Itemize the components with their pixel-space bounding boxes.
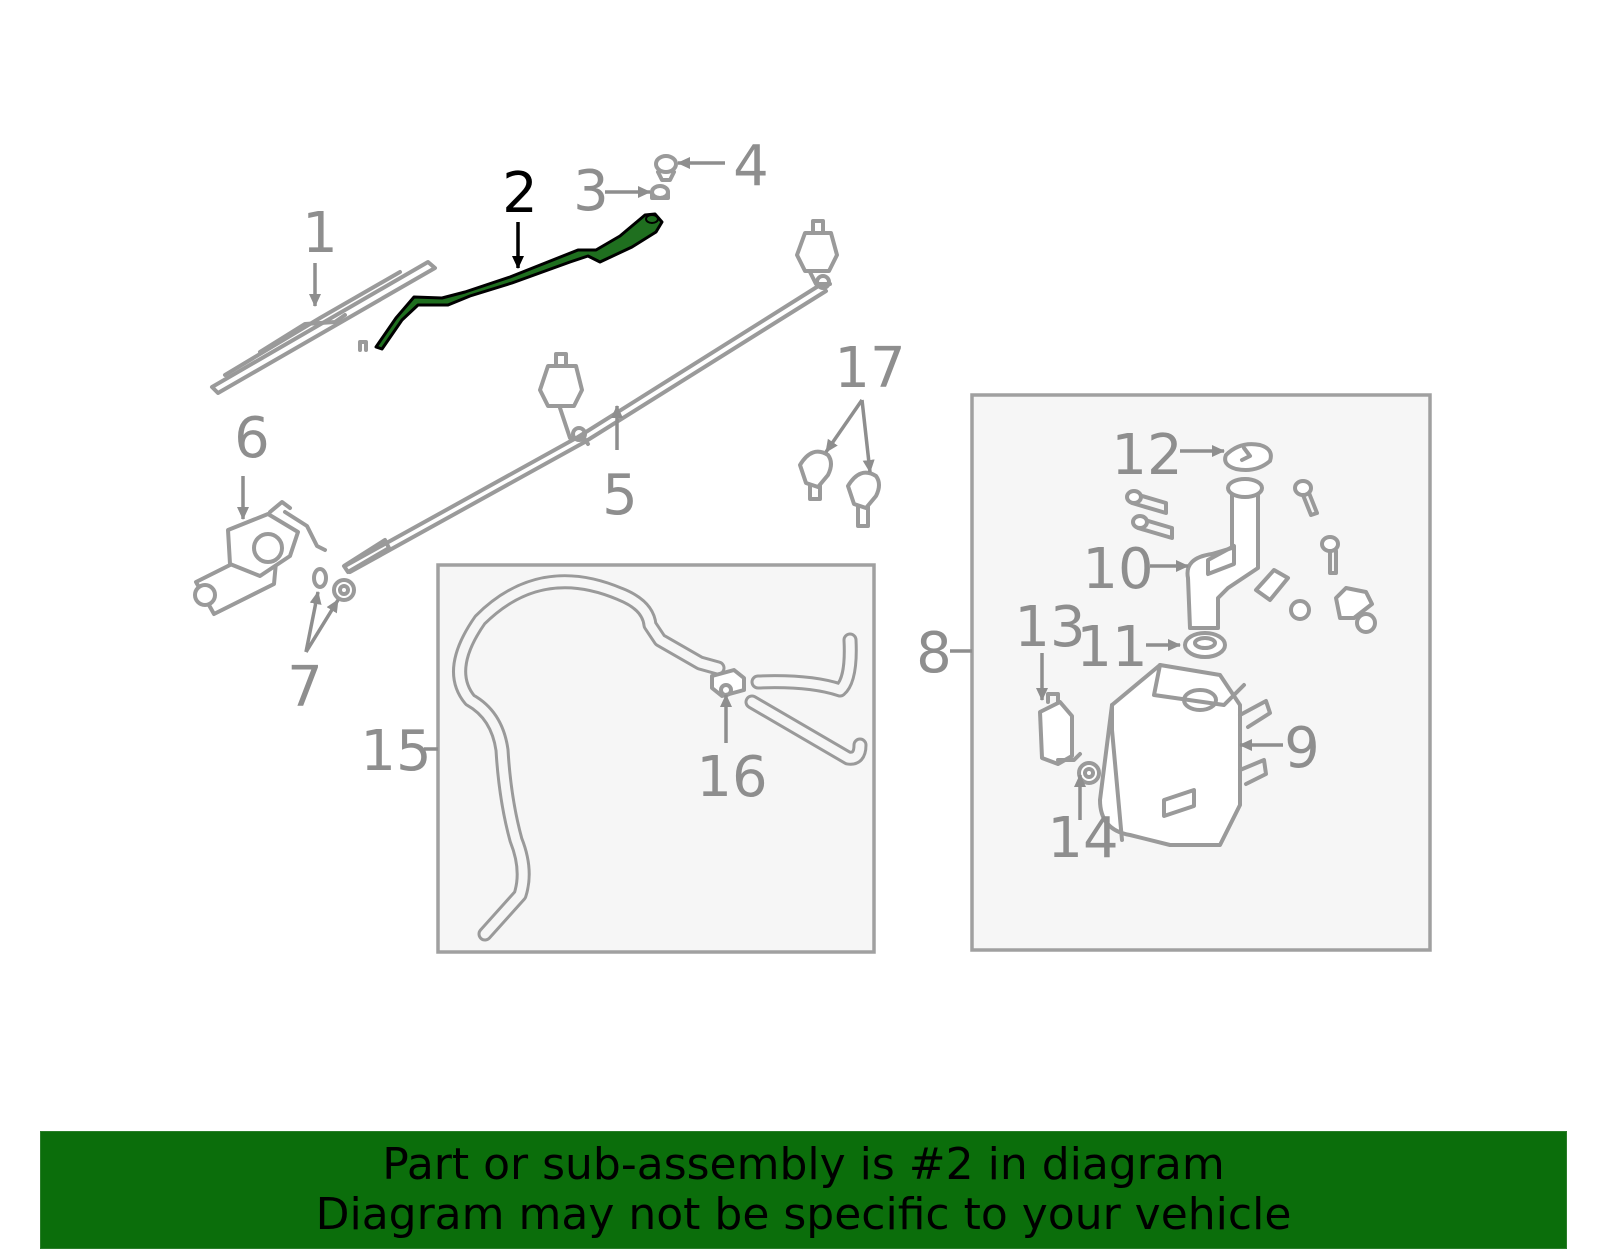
callout-9[interactable]: 9	[1284, 716, 1320, 781]
wiper-arm-shape	[374, 212, 664, 351]
callout-4[interactable]: 4	[733, 134, 769, 199]
leader-lines	[237, 157, 1283, 820]
callout-5[interactable]: 5	[602, 463, 638, 528]
callout-2[interactable]: 2	[502, 161, 538, 226]
washer-nozzles-part	[798, 449, 881, 528]
callout-10[interactable]: 10	[1082, 537, 1153, 602]
callout-labels: 1 2 3 4 5 6 7 8 9 10 11 12 13 14 15 16 1…	[234, 134, 1320, 871]
wiper-motor-part	[193, 500, 327, 616]
wiper-blade-part	[210, 260, 437, 395]
info-banner: Part or sub-assembly is #2 in diagram Di…	[40, 1131, 1567, 1249]
callout-8[interactable]: 8	[916, 621, 952, 686]
callout-11[interactable]: 11	[1076, 615, 1147, 680]
wiper-arm-part	[374, 212, 664, 351]
callout-1[interactable]: 1	[302, 201, 338, 266]
wiper-linkage-part	[342, 219, 839, 574]
callout-17[interactable]: 17	[834, 336, 905, 401]
callout-12[interactable]: 12	[1111, 423, 1182, 488]
callout-7[interactable]: 7	[287, 655, 323, 720]
callout-16[interactable]: 16	[696, 745, 767, 810]
callout-14[interactable]: 14	[1047, 806, 1118, 871]
grommet-parts	[312, 567, 356, 602]
callout-15[interactable]: 15	[360, 719, 431, 784]
callout-6[interactable]: 6	[234, 406, 270, 471]
banner-line-disclaimer: Diagram may not be specific to your vehi…	[315, 1189, 1292, 1240]
callout-3[interactable]: 3	[573, 159, 609, 224]
banner-line-part-number: Part or sub-assembly is #2 in diagram	[382, 1139, 1225, 1190]
nut-and-cap-parts	[650, 154, 678, 200]
reservoir-assembly	[1038, 442, 1377, 847]
callout-13[interactable]: 13	[1014, 595, 1085, 660]
washer-hose-part	[452, 574, 868, 942]
